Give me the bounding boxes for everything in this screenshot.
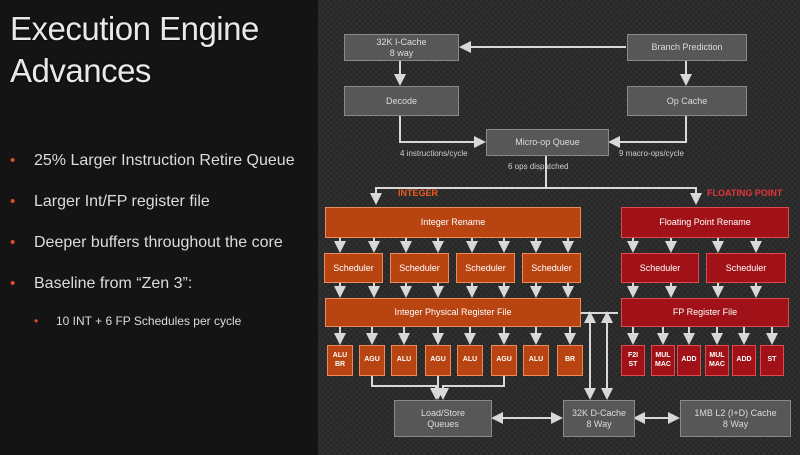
unit-label: ADD	[681, 356, 697, 364]
int-unit-agu: AGU	[359, 345, 385, 376]
int-unit-agu: AGU	[425, 345, 451, 376]
unit-label: BR	[334, 360, 346, 368]
bullet-dot-icon: •	[10, 275, 16, 292]
bullet-dot-icon: •	[10, 234, 16, 251]
int-unit-agu: AGU	[491, 345, 517, 376]
slide-title-line2: Advances	[10, 52, 151, 89]
bullet-dot-icon: •	[10, 152, 16, 169]
int-scheduler-2: Scheduler	[390, 253, 449, 283]
bullet-item: 25% Larger Instruction Retire Queue	[34, 152, 295, 169]
int-unit-alu: ALU	[523, 345, 549, 376]
decode-rate-label: 4 instructions/cycle	[400, 149, 468, 158]
int-unit-alu: ALU	[457, 345, 483, 376]
fp-scheduler-2: Scheduler	[706, 253, 786, 283]
l2-cache-ways: 8 Way	[722, 418, 749, 429]
fp-section-label: FLOATING POINT	[707, 188, 783, 198]
fp-unit-st: ST	[760, 345, 784, 376]
unit-label: ST	[628, 360, 638, 368]
fp-register-file-block: FP Register File	[621, 298, 789, 327]
fp-unit-mul-mac: MUL MAC	[705, 345, 729, 376]
load-store-queues-block: Load/Store Queues	[394, 400, 492, 437]
unit-label: BR	[564, 356, 576, 364]
branch-prediction-block: Branch Prediction	[627, 34, 747, 61]
unit-label: ALU	[332, 352, 348, 360]
micro-op-queue-block: Micro-op Queue	[486, 129, 609, 156]
integer-prf-block: Integer Physical Register File	[325, 298, 581, 327]
int-unit-br: BR	[557, 345, 583, 376]
sub-bullet-item: 10 INT + 6 FP Schedules per cycle	[56, 314, 242, 328]
unit-label: AGU	[364, 356, 380, 364]
unit-label: MAC	[709, 360, 725, 368]
connector-wires	[334, 41, 778, 424]
fp-unit-add: ADD	[677, 345, 701, 376]
unit-label: AGU	[430, 356, 446, 364]
integer-rename-block: Integer Rename	[325, 207, 581, 238]
diagram-panel: 32K I-Cache 8 way Branch Prediction Deco…	[318, 0, 800, 455]
unit-label: MAC	[655, 360, 671, 368]
unit-label: ALU	[462, 356, 478, 364]
dispatch-label: 6 ops dispatched	[508, 162, 569, 171]
l2-cache-block: 1MB L2 (I+D) Cache 8 Way	[680, 400, 791, 437]
dcache-name: 32K D-Cache	[571, 408, 627, 419]
unit-label: ADD	[736, 356, 752, 364]
unit-label: MUL	[655, 352, 671, 360]
int-scheduler-1: Scheduler	[324, 253, 383, 283]
int-unit-alu: ALU	[391, 345, 417, 376]
icache-ways: 8 way	[389, 47, 414, 58]
unit-label: ALU	[528, 356, 544, 364]
unit-label: ST	[767, 356, 777, 364]
dcache-ways: 8 Way	[586, 418, 612, 429]
fp-rename-block: Floating Point Rename	[621, 207, 789, 238]
text-panel: Execution Engine Advances • 25% Larger I…	[0, 0, 318, 455]
icache-block: 32K I-Cache 8 way	[344, 34, 459, 61]
int-unit-alu-br: ALU BR	[327, 345, 353, 376]
int-scheduler-3: Scheduler	[456, 253, 515, 283]
fp-unit-add: ADD	[732, 345, 756, 376]
bullet-dot-icon: •	[10, 193, 16, 210]
sub-bullet-dot-icon: •	[34, 314, 39, 328]
dcache-block: 32K D-Cache 8 Way	[563, 400, 635, 437]
bullet-item: Deeper buffers throughout the core	[34, 234, 283, 251]
decode-block: Decode	[344, 86, 459, 116]
unit-label: F2I	[627, 352, 639, 360]
unit-label: AGU	[496, 356, 512, 364]
int-scheduler-4: Scheduler	[522, 253, 581, 283]
opcache-rate-label: 9 macro-ops/cycle	[619, 149, 684, 158]
icache-name: 32K I-Cache	[376, 37, 427, 48]
integer-section-label: INTEGER	[398, 188, 439, 198]
load-store-line1: Load/Store	[420, 408, 466, 419]
slide-title-line1: Execution Engine	[10, 10, 259, 47]
fp-scheduler-1: Scheduler	[621, 253, 699, 283]
unit-label: MUL	[709, 352, 725, 360]
fp-unit-f2i-st: F2I ST	[621, 345, 645, 376]
bullet-item: Baseline from “Zen 3”:	[34, 275, 193, 292]
op-cache-block: Op Cache	[627, 86, 747, 116]
unit-label: ALU	[396, 356, 412, 364]
l2-cache-name: 1MB L2 (I+D) Cache	[694, 408, 777, 419]
fp-unit-mul-mac: MUL MAC	[651, 345, 675, 376]
load-store-line2: Queues	[427, 418, 459, 429]
bullet-item: Larger Int/FP register file	[34, 193, 210, 210]
